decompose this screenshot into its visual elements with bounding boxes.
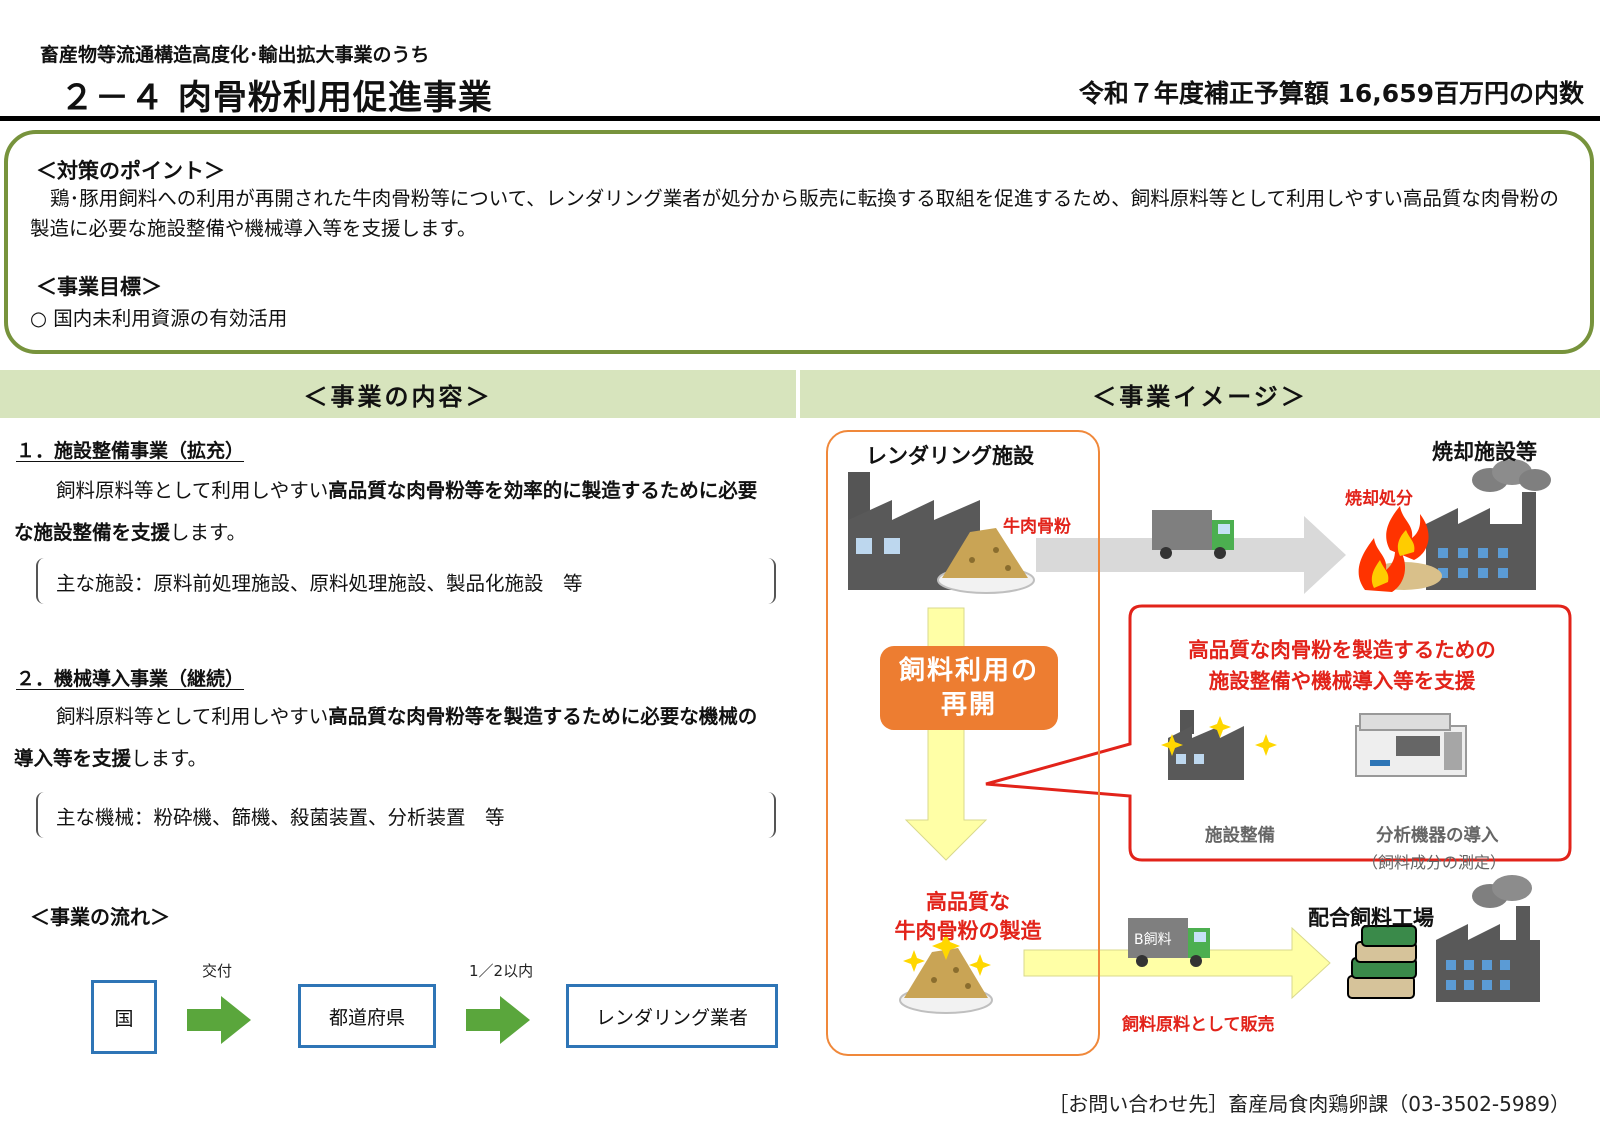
incineration-disposal-label: 焼却処分: [1345, 489, 1413, 509]
item1-text-bold: 高品質な肉骨粉等を効率的に製造するために必要な施設整備を支援: [14, 479, 758, 544]
item1-heading: １．施設整備事業（拡充）: [16, 440, 245, 462]
incineration-facility-label: 焼却施設等: [1432, 440, 1537, 464]
flow-node-rendering-operator: レンダリング業者: [566, 984, 778, 1048]
truck-icon: [1152, 510, 1234, 559]
factory-icon: [848, 472, 980, 590]
parent-project-title: 畜産物等流通構造高度化･輸出拡大事業のうち: [40, 44, 430, 66]
support-callout: [985, 604, 1572, 862]
goal-text: ○ 国内未利用資源の有効活用: [30, 307, 288, 330]
item2-machines: 主な機械：粉砕機、篩機、殺菌装置、分析装置 等: [36, 792, 776, 838]
high-quality-mbm-icon: [899, 932, 993, 1014]
incineration-arrow: [1036, 516, 1346, 594]
hq-line1: 高品質な: [926, 890, 1010, 914]
hq-line2: 牛肉骨粉の製造: [894, 919, 1042, 943]
flow-node-country: 国: [91, 980, 157, 1054]
analyzer-sublabel: （飼料成分の測定）: [1362, 853, 1507, 872]
flow-label-grant: 交付: [202, 962, 233, 980]
goal-heading: ＜事業目標＞: [36, 275, 162, 299]
feed-factory-icon: [1436, 875, 1540, 1002]
fire-icon: [1358, 506, 1442, 592]
item2-text-bold: 高品質な肉骨粉等を製造するために必要な機械の導入等を支援: [14, 705, 758, 770]
flow-node-prefecture: 都道府県: [298, 984, 436, 1048]
resume-down-arrow: [904, 607, 988, 861]
flow-arrow-icon: [187, 996, 251, 1044]
item1-facilities: 主な施設：原料前処理施設、原料処理施設、製品化施設 等: [36, 558, 776, 604]
header-divider: [0, 116, 1600, 121]
points-text: 鶏･豚用飼料への利用が再開された牛肉骨粉等について、レンダリング業者が処分から販…: [30, 187, 1559, 240]
item2-text-b: します。: [131, 747, 208, 770]
meat-bone-meal-pile-icon: [937, 528, 1035, 594]
rendering-facility-frame: [826, 430, 1100, 1056]
content-section-header: ＜事業の内容＞: [0, 370, 796, 418]
feed-truck-icon: B飼料: [1128, 918, 1210, 967]
item2-text-a: 飼料原料等として利用しやすい: [56, 705, 329, 728]
business-image-illustration: B飼料: [848, 459, 1572, 1014]
facility-upgrade-label: 施設整備: [1205, 826, 1275, 846]
item1-text-a: 飼料原料等として利用しやすい: [56, 479, 329, 502]
flow-arrow-icon: [466, 996, 530, 1044]
flow-heading: ＜事業の流れ＞: [30, 905, 170, 929]
page-title: ２－４ 肉骨粉利用促進事業: [60, 78, 493, 118]
image-section-header: ＜事業イメージ＞: [800, 370, 1600, 418]
support-description: 高品質な肉骨粉を製造するための 施設整備や機械導入等を支援: [1132, 635, 1552, 697]
points-heading: ＜対策のポイント＞: [36, 159, 225, 183]
truck-label: B飼料: [1134, 932, 1172, 948]
item1-text: 飼料原料等として利用しやすい高品質な肉骨粉等を効率的に製造するために必要な施設整…: [14, 470, 774, 554]
item2-text: 飼料原料等として利用しやすい高品質な肉骨粉等を製造するために必要な機械の導入等を…: [14, 696, 774, 780]
support-line1: 高品質な肉骨粉を製造するための: [1188, 638, 1496, 662]
rendering-facility-label: レンダリング施設: [866, 444, 1034, 468]
feed-use-resumed-badge: 飼料利用の 再開: [880, 646, 1058, 730]
feed-plant-label: 配合飼料工場: [1308, 906, 1434, 930]
analyzer-label: 分析機器の導入: [1376, 826, 1499, 846]
high-quality-production-label: 高品質な 牛肉骨粉の製造: [868, 888, 1068, 946]
resume-line1: 飼料利用の: [898, 656, 1039, 686]
feed-bags-icon: [1347, 925, 1417, 999]
analyzer-machine-icon: [1355, 713, 1467, 777]
item1-text-b: します。: [170, 521, 247, 544]
meat-bone-meal-label: 牛肉骨粉: [1003, 517, 1071, 537]
contact-info: ［お問い合わせ先］畜産局食肉鶏卵課（03-3502-5989）: [1048, 1092, 1570, 1116]
flow-label-rate: 1／2以内: [469, 962, 534, 980]
support-line2: 施設整備や機械導入等を支援: [1208, 669, 1476, 693]
item2-heading: ２．機械導入事業（継続）: [16, 668, 245, 690]
budget-amount: 令和７年度補正予算額 16,659百万円の内数: [1078, 79, 1584, 108]
resume-line2: 再開: [940, 690, 997, 720]
facility-upgrade-icon: [1161, 710, 1277, 780]
incineration-factory-icon: [1426, 459, 1551, 590]
points-box: [4, 130, 1594, 354]
sell-as-feed-label: 飼料原料として販売: [1122, 1015, 1275, 1035]
feed-plant-arrow: [1023, 926, 1331, 1000]
